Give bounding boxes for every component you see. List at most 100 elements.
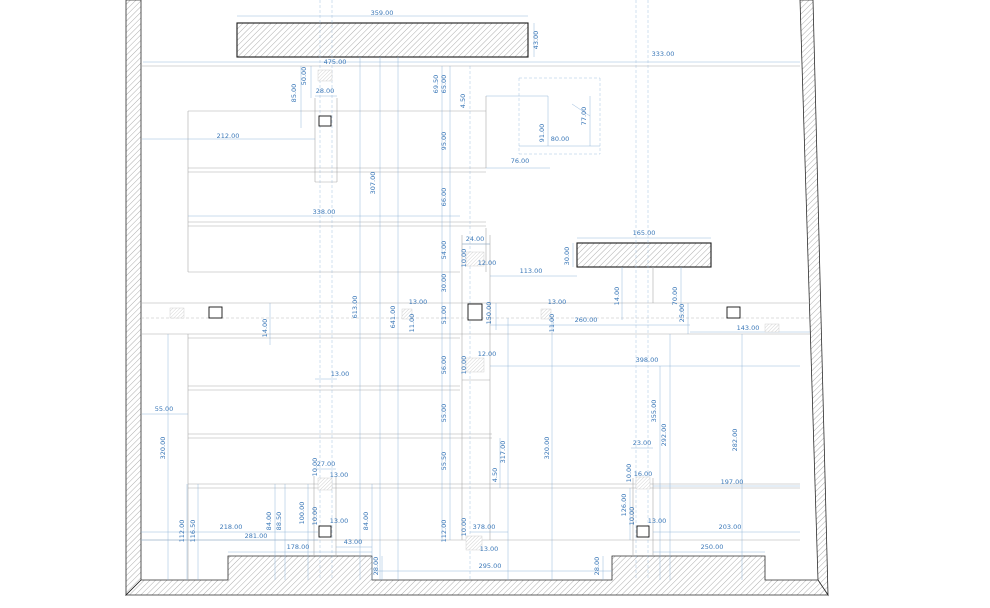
- dimension-label: 88.50: [275, 512, 283, 531]
- dimension-label: 84.00: [265, 512, 273, 531]
- dimension-label: 333.00: [652, 50, 675, 58]
- dimension-label: 112.00: [178, 520, 186, 543]
- dimension-label: 51.00: [440, 306, 448, 325]
- dimension-label: 338.00: [313, 208, 336, 216]
- dimension-label: 150.00: [485, 302, 493, 325]
- dimension-label: 613.00: [351, 296, 359, 319]
- hatched-block: [169, 307, 185, 319]
- dimension-label: 203.00: [719, 523, 742, 531]
- right-wall: [799, 0, 829, 597]
- dimension-label: 24.00: [466, 235, 485, 243]
- dimension-label: 143.00: [737, 324, 760, 332]
- left-wall: [125, 0, 142, 596]
- dimension-label: 10.00: [628, 507, 636, 526]
- dimension-label: 12.00: [478, 350, 497, 358]
- dimension-label: 76.00: [511, 157, 530, 165]
- bottom-wall: [125, 555, 829, 596]
- dimension-label: 359.00: [371, 9, 394, 17]
- dimension-label: 55.00: [440, 404, 448, 423]
- column-box: [318, 525, 332, 538]
- dimension-label: 30.00: [440, 274, 448, 293]
- top-beam: [236, 22, 529, 58]
- dimension-label: 641.00: [389, 306, 397, 329]
- hatched-block: [465, 535, 483, 551]
- hatched-block: [317, 477, 333, 491]
- dimension-label: 197.00: [721, 478, 744, 486]
- dimension-label: 320.00: [543, 437, 551, 460]
- dimension-label: 307.00: [369, 172, 377, 195]
- dimension-label: 28.00: [372, 557, 380, 576]
- dimension-label: 475.00: [324, 58, 347, 66]
- dimension-label: 250.00: [701, 543, 724, 551]
- dimension-label: 13.00: [480, 545, 499, 553]
- column-box: [208, 306, 223, 319]
- dimension-label: 260.00: [575, 316, 598, 324]
- dimension-label: 4.50: [459, 94, 467, 108]
- column-box: [467, 303, 483, 321]
- dimension-lines: [141, 0, 810, 580]
- dimension-label: 70.00: [671, 287, 679, 306]
- dimension-label: 10.00: [460, 249, 468, 268]
- dimension-label: 317.00: [499, 441, 507, 464]
- dimension-label: 13.00: [330, 517, 349, 525]
- dimension-label: 14.00: [261, 319, 269, 338]
- columns: [169, 69, 780, 551]
- dimension-label: 13.00: [331, 370, 350, 378]
- dimension-label: 43.00: [532, 31, 540, 50]
- hatched-block: [317, 69, 333, 82]
- dimension-label: 23.00: [633, 439, 652, 447]
- dimension-label: 4.50: [491, 468, 499, 482]
- dimension-label: 178.00: [287, 543, 310, 551]
- dimension-label: 292.00: [660, 424, 668, 447]
- dimension-label: 85.00: [290, 84, 298, 103]
- dimension-label: 28.00: [593, 557, 601, 576]
- dimension-label: 113.00: [520, 267, 543, 275]
- dimension-label: 30.00: [563, 247, 571, 266]
- dimension-label: 50.00: [300, 67, 308, 86]
- dimension-label: 27.00: [317, 460, 336, 468]
- outer-walls: [125, 0, 829, 597]
- dimension-label: 65.00: [440, 75, 448, 94]
- dimension-label: 100.00: [298, 502, 306, 525]
- dimension-label: 11.00: [548, 314, 556, 333]
- dimension-label: 281.00: [245, 532, 268, 540]
- dimension-label: 16.00: [634, 470, 653, 478]
- dimension-label: 12.00: [478, 259, 497, 267]
- structure-lines: [141, 65, 810, 580]
- dimension-label: 56.00: [440, 356, 448, 375]
- dimension-label: 80.00: [551, 135, 570, 143]
- dimension-label: 112.00: [440, 520, 448, 543]
- dimension-label: 10.00: [311, 507, 319, 526]
- dimension-label: 13.00: [409, 298, 428, 306]
- hatched-block: [764, 323, 780, 333]
- dimension-label: 84.00: [362, 512, 370, 531]
- dimension-label: 10.00: [311, 458, 319, 477]
- dimension-label: 398.00: [636, 356, 659, 364]
- dimension-label: 14.00: [613, 287, 621, 306]
- dimension-label: 13.00: [648, 517, 667, 525]
- dimension-label: 10.00: [460, 518, 468, 537]
- column-box: [636, 525, 650, 538]
- dimension-label: 66.00: [440, 188, 448, 207]
- hatched-block: [635, 476, 651, 490]
- dimension-label: 77.00: [580, 107, 588, 126]
- dimension-label: 69.50: [432, 75, 440, 94]
- dimension-label: 13.00: [330, 471, 349, 479]
- dimension-label: 10.00: [460, 356, 468, 375]
- hatched-block: [465, 251, 485, 267]
- dimension-label: 355.00: [650, 400, 658, 423]
- dimension-label: 378.00: [473, 523, 496, 531]
- hatched-block: [540, 308, 552, 320]
- dimension-label: 116.50: [189, 520, 197, 543]
- dimension-label: 218.00: [220, 523, 243, 531]
- hatched-block: [401, 308, 413, 320]
- column-box: [726, 306, 741, 319]
- dimension-label: 126.00: [620, 494, 628, 517]
- column-box: [318, 115, 332, 127]
- dimension-label: 91.00: [538, 124, 546, 143]
- dimension-label: 10.00: [625, 464, 633, 483]
- dimension-label: 11.00: [408, 314, 416, 333]
